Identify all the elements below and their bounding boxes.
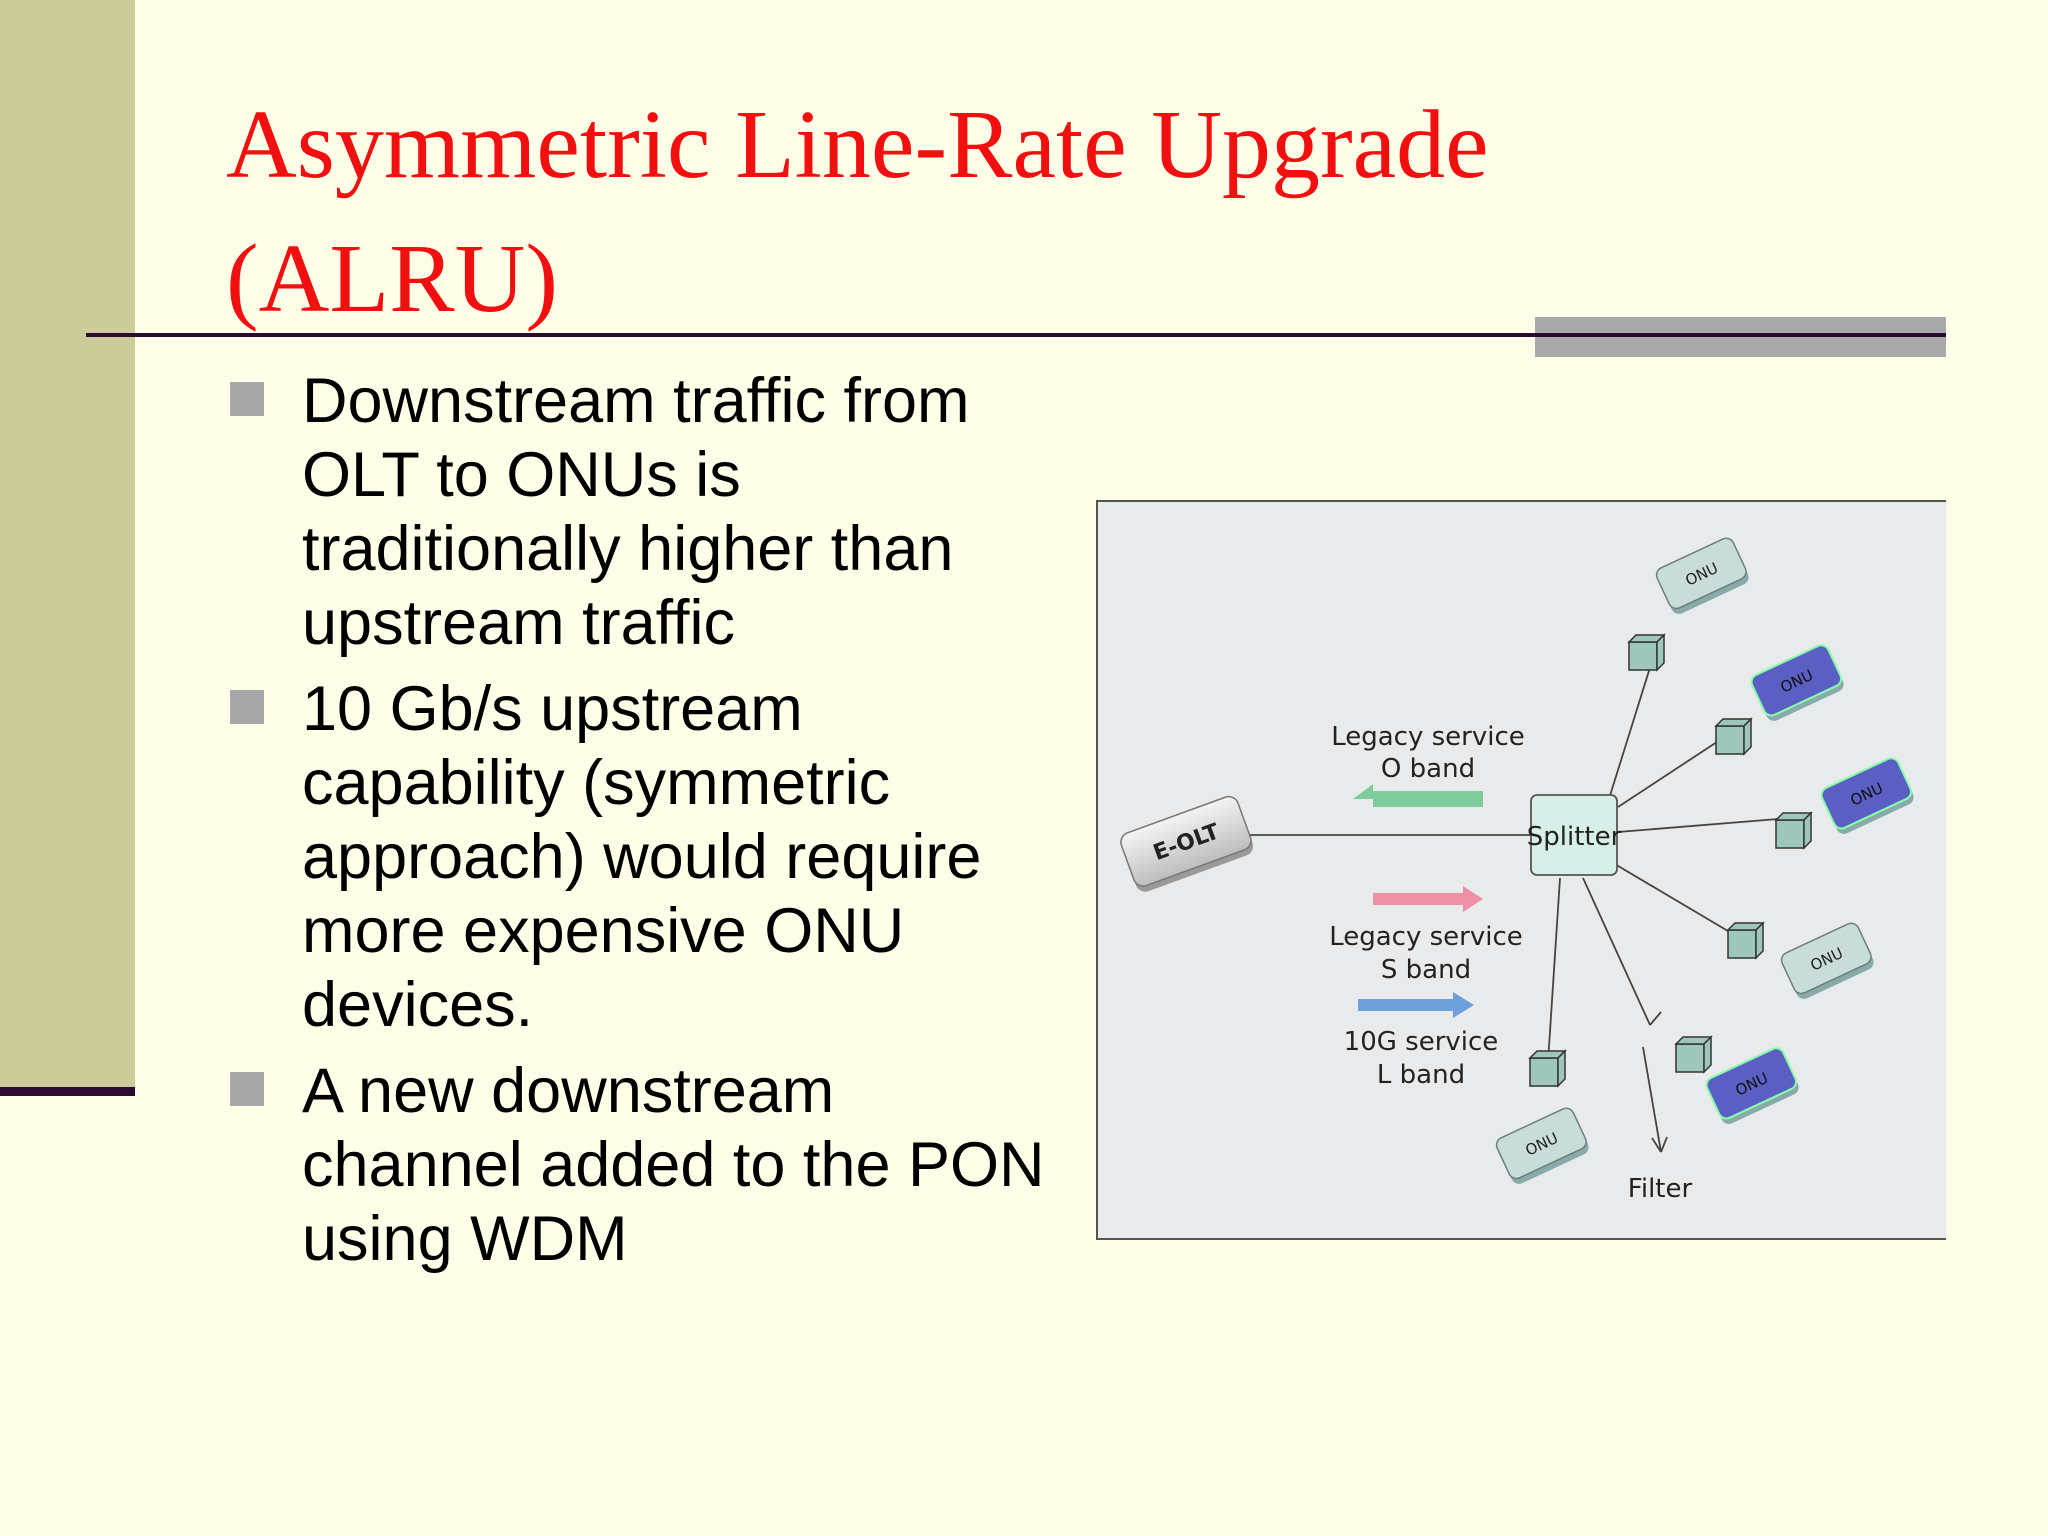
onu-device: ONU xyxy=(1780,922,1874,999)
onu-device: ONU xyxy=(1820,757,1914,834)
onu-device: ONU xyxy=(1750,644,1844,721)
branch-fiber xyxy=(1602,641,1659,819)
onu-device: ONU xyxy=(1705,1047,1799,1124)
pon-diagram-svg: E-OLT Splitter Legacy service O band Leg… xyxy=(1120,537,1914,1204)
slide-title-line2: (ALRU) xyxy=(226,225,559,333)
slide-title: Asymmetric Line-Rate Upgrade (ALRU) xyxy=(226,78,1986,346)
branch-fiber xyxy=(1617,737,1724,808)
branch-fiber xyxy=(1547,877,1561,1063)
o-band-arrow-icon xyxy=(1353,784,1483,807)
filter-cube-icon xyxy=(1714,717,1753,756)
filter-label: Filter xyxy=(1628,1174,1693,1204)
filter-arrowhead xyxy=(1651,1136,1668,1153)
legacy-s-label-line1: Legacy service xyxy=(1329,922,1523,952)
filter-cube-icon xyxy=(1528,1049,1567,1088)
bullet-list: Downstream traffic from OLT to ONUs is t… xyxy=(230,364,1060,1288)
square-bullet-icon xyxy=(230,690,264,724)
branch-fiber xyxy=(1582,877,1651,1026)
square-bullet-icon xyxy=(230,1072,264,1106)
e-olt-device: E-OLT xyxy=(1120,795,1254,892)
branch-fiber xyxy=(1602,856,1734,935)
filter-cube-icon xyxy=(1627,633,1666,672)
title-rule-accent xyxy=(1535,333,1946,337)
bullet-text: Downstream traffic from OLT to ONUs is t… xyxy=(302,366,970,658)
bullet-item: A new downstream channel added to the PO… xyxy=(230,1054,1060,1276)
legacy-o-label-line1: Legacy service xyxy=(1331,722,1525,752)
tenG-label-line2: L band xyxy=(1377,1060,1465,1090)
bullet-text: A new downstream channel added to the PO… xyxy=(302,1056,1045,1274)
title-rule xyxy=(86,333,1946,337)
filter-cube-icon xyxy=(1674,1035,1713,1074)
fiber-lines xyxy=(1233,641,1779,1153)
legacy-s-label-line2: S band xyxy=(1381,955,1471,985)
left-accent-bar xyxy=(0,0,135,1088)
splitter-label: Splitter xyxy=(1527,822,1622,852)
left-accent-rule xyxy=(0,1087,135,1096)
branch-fiber xyxy=(1617,818,1779,833)
onu-device: ONU xyxy=(1495,1107,1589,1184)
tenG-label-line1: 10G service xyxy=(1344,1027,1499,1057)
title-rule-shadow xyxy=(1535,317,1946,357)
bullet-item: 10 Gb/s upstream capability (symmetric a… xyxy=(230,672,1060,1042)
filter-branch-fiber xyxy=(1642,1046,1662,1153)
bullet-item: Downstream traffic from OLT to ONUs is t… xyxy=(230,364,1060,660)
onu-device: ONU xyxy=(1655,537,1749,614)
pon-diagram: E-OLT Splitter Legacy service O band Leg… xyxy=(1096,500,1946,1240)
legacy-o-label-line2: O band xyxy=(1381,754,1475,784)
s-band-arrow-icon xyxy=(1373,886,1483,912)
slide-title-line1: Asymmetric Line-Rate Upgrade xyxy=(226,91,1489,199)
filter-cubes xyxy=(1528,633,1813,1088)
filter-cube-icon xyxy=(1726,921,1765,960)
square-bullet-icon xyxy=(230,382,264,416)
branch-fiber xyxy=(1649,1011,1662,1026)
splitter-box xyxy=(1530,794,1618,876)
filter-cube-icon xyxy=(1774,811,1813,850)
bullet-text: 10 Gb/s upstream capability (symmetric a… xyxy=(302,674,982,1040)
l-band-arrow-icon xyxy=(1358,992,1474,1018)
